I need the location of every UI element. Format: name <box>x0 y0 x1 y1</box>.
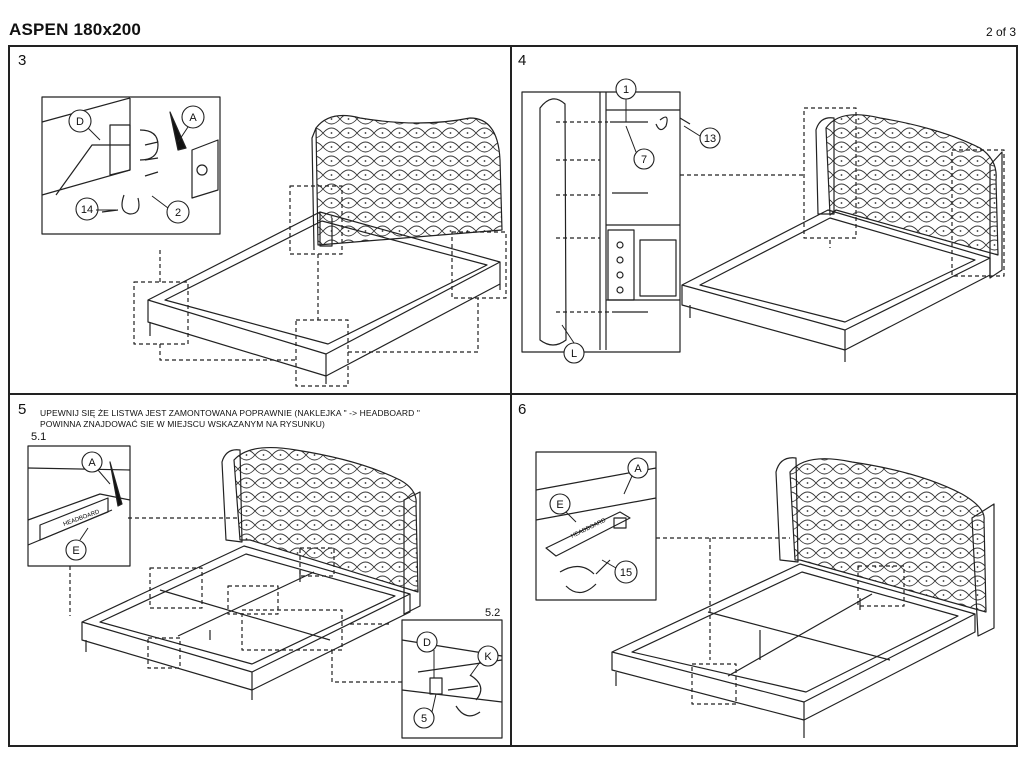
label-text-13: 13 <box>704 133 716 145</box>
step-5-note-line1: UPEWNIJ SIĘ ŻE LISTWA JEST ZAMONTOWANA P… <box>40 408 420 418</box>
vertical-divider <box>510 45 512 747</box>
step-4-number: 4 <box>518 52 527 69</box>
label-14 <box>75 197 99 221</box>
label-text-5: 5 <box>421 713 427 725</box>
step-3-callouts <box>133 185 507 387</box>
label-texts: D A 14 2 1 7 13 L A E D K 5 A E 15 <box>72 84 716 725</box>
part-labels <box>65 78 721 729</box>
label-text-e-step6: E <box>556 499 563 511</box>
label-7 <box>633 148 655 170</box>
step-6-sticker: HEADBOARD <box>570 517 607 539</box>
label-text-a-step6: A <box>634 463 642 475</box>
step-5-1-label: 5.1 <box>31 431 47 443</box>
label-text-e-step5: E <box>72 545 79 557</box>
headboard-5 <box>233 446 419 593</box>
step-3-detail-inset <box>41 96 221 235</box>
label-text-14: 14 <box>81 204 93 216</box>
step-3-number: 3 <box>18 52 27 69</box>
step-4-detail-inset <box>521 91 691 353</box>
step-6-number: 6 <box>518 401 527 418</box>
label-text-15: 15 <box>620 567 632 579</box>
step-5-2-label: 5.2 <box>485 607 501 619</box>
label-d-step5 <box>416 631 438 653</box>
page-title: ASPEN 180x200 <box>9 20 142 39</box>
label-k <box>477 645 499 667</box>
label-e-step6 <box>549 493 571 515</box>
label-text-a-step5: A <box>88 457 96 469</box>
headboard-4 <box>825 114 999 256</box>
label-a-step6 <box>627 457 649 479</box>
page-number: 2 of 3 <box>985 25 1016 39</box>
step-4-bed-illustration <box>681 114 1003 362</box>
label-text-d-step5: D <box>423 637 431 649</box>
label-text-7: 7 <box>641 154 647 166</box>
label-text-k: K <box>484 651 492 663</box>
label-text-2: 2 <box>175 207 181 219</box>
label-5 <box>413 707 435 729</box>
step-5-bed-illustration <box>81 446 421 700</box>
label-d-step3 <box>68 109 92 133</box>
label-2 <box>166 200 190 224</box>
label-15 <box>614 560 638 584</box>
step-5-note-line2: POWINNA ZNAJDOWAĆ SIE W MIEJSCU WSKAZANY… <box>40 419 325 429</box>
label-leaders <box>79 99 701 713</box>
horizontal-divider <box>8 393 1018 395</box>
label-a-step5 <box>81 451 103 473</box>
label-text-1: 1 <box>623 84 629 96</box>
label-13 <box>699 127 721 149</box>
diagram-frame <box>8 45 1018 747</box>
step-5-number: 5 <box>18 401 27 418</box>
label-e-step5 <box>65 539 87 561</box>
label-text-a-step3: A <box>189 112 197 124</box>
label-a-step3 <box>181 105 205 129</box>
step-5-detail-inset-1 <box>27 445 131 567</box>
label-text-l: L <box>571 348 577 360</box>
label-text-d-step3: D <box>76 116 84 128</box>
step-5-sticker: HEADBOARD <box>63 509 101 528</box>
headboard-6 <box>789 458 987 613</box>
step-6-bed-illustration <box>611 457 995 738</box>
headboard-3 <box>315 115 503 246</box>
step-3-bed-illustration <box>147 115 503 384</box>
step-4-guides <box>556 107 1005 313</box>
